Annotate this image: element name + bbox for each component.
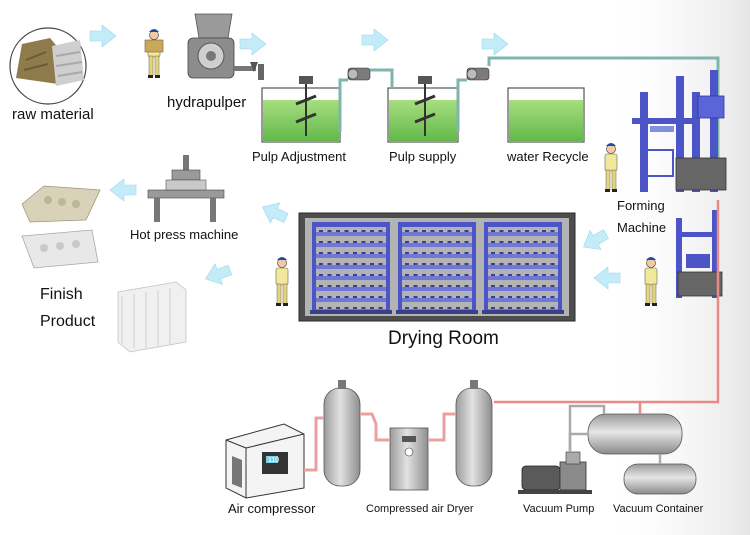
label-drying-room: Drying Room	[388, 328, 499, 349]
vacuum-pipes	[494, 200, 720, 464]
vacuum-container-upper	[587, 413, 683, 455]
vacuum-pump-unit	[518, 451, 592, 494]
label-vacuum-pump: Vacuum Pump	[523, 503, 595, 515]
label-water-recycle: water Recycle	[507, 149, 589, 164]
label-forming-machine-1: Forming	[617, 198, 665, 213]
flow-arrow	[481, 32, 509, 56]
label-forming-machine-2: Machine	[617, 220, 667, 235]
label-compressed-air-dryer: Compressed air Dryer	[366, 503, 474, 515]
background-fade	[600, 0, 750, 535]
vacuum-container-lower	[623, 463, 697, 495]
flow-arrow	[361, 28, 389, 52]
label-pulp-supply: Pulp supply	[389, 149, 457, 164]
drying-rack	[396, 222, 478, 314]
label-finish-product-1: Finish	[40, 286, 83, 303]
compressed-air-dryer-unit	[389, 427, 429, 491]
drying-room	[298, 212, 576, 322]
label-pulp-adjustment: Pulp Adjustment	[252, 149, 346, 164]
air-tank-2	[455, 380, 493, 487]
drying-rack	[482, 222, 564, 314]
egg-tray-products	[21, 185, 101, 269]
worker-icon	[144, 28, 164, 79]
drying-rack	[310, 222, 392, 314]
flow-arrow	[257, 196, 291, 229]
flow-arrow	[109, 178, 137, 202]
worker-icon	[275, 256, 289, 307]
label-raw-material: raw material	[12, 106, 94, 123]
label-finish-product-2: Product	[40, 313, 96, 330]
flow-arrow	[239, 32, 267, 56]
forming-machine-top	[632, 70, 727, 192]
label-vacuum-container: Vacuum Container	[613, 503, 704, 515]
label-hot-press-machine: Hot press machine	[130, 227, 239, 242]
compressor-gauge-readout: 110	[268, 457, 280, 464]
forming-machine-bottom	[676, 210, 723, 298]
packaging-products	[117, 281, 187, 353]
hydrapulper-machine	[187, 13, 264, 80]
label-hydrapulper: hydrapulper	[167, 94, 247, 111]
air-tank-1	[323, 380, 361, 487]
air-pipes	[304, 412, 456, 472]
flow-arrow	[201, 259, 235, 290]
label-air-compressor: Air compressor	[228, 501, 316, 516]
flow-arrow	[89, 24, 117, 48]
air-compressor-unit	[225, 423, 305, 499]
hot-press-machine	[147, 155, 225, 222]
raw-material-image	[9, 27, 87, 105]
